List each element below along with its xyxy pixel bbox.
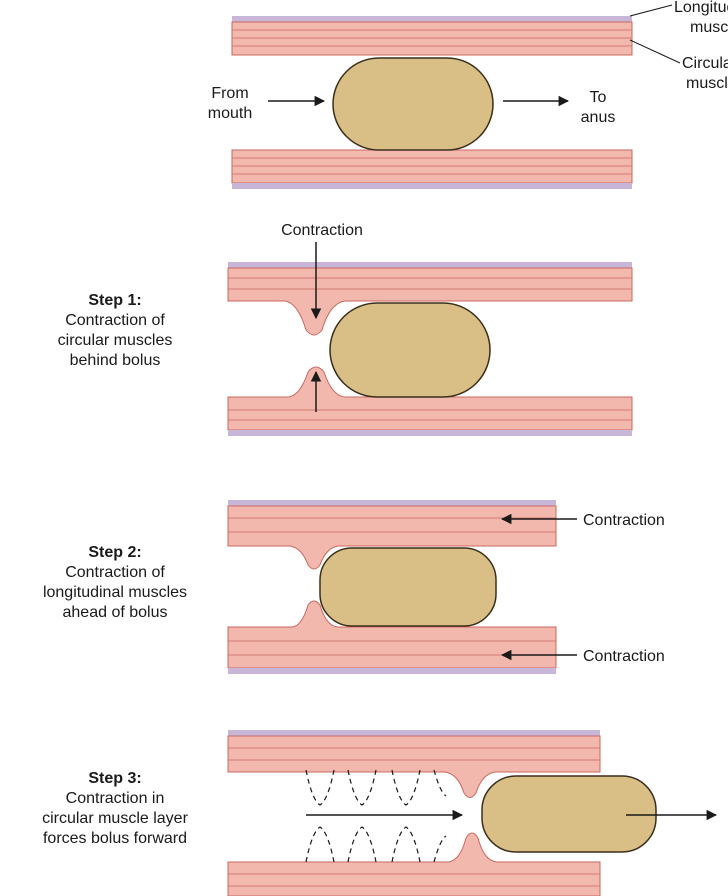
step2-line-3: ahead of bolus — [63, 604, 168, 621]
step1-title: Step 1: — [88, 292, 141, 309]
step3-line-2: circular muscle layer — [42, 810, 188, 827]
circular-label-1: Circular — [682, 55, 728, 72]
from-label-2: mouth — [208, 105, 252, 122]
longitudinal-label-1: Longitudinal — [674, 0, 728, 16]
step1-line-1: Contraction of — [65, 312, 165, 329]
step2-panel: Contraction Contraction Step 2: Contract… — [43, 500, 665, 674]
step2-bottom-wall — [227, 600, 557, 674]
circular-label-2: muscle — [686, 75, 728, 92]
step1-panel: Contraction Step 1: Contraction of circu… — [58, 222, 633, 436]
intro-bolus — [332, 57, 494, 151]
step1-bottom-wall — [227, 366, 633, 436]
step3-title: Step 3: — [88, 770, 141, 787]
step2-bolus — [319, 547, 497, 627]
longitudinal-label-2: muscle — [690, 19, 728, 36]
from-label-1: From — [211, 85, 248, 102]
step2-contraction-top-label: Contraction — [583, 512, 665, 529]
step2-contraction-bottom-label: Contraction — [583, 648, 665, 665]
circular-leader — [629, 39, 681, 64]
step3-dashed-constrictions-top — [305, 769, 447, 806]
intro-bottom-wall — [231, 149, 633, 189]
step1-bolus — [329, 302, 491, 398]
step3-dashed-constrictions-bottom — [305, 826, 447, 863]
step3-bolus — [481, 775, 657, 853]
intro-panel: From mouth To anus Longitudinal muscle C… — [208, 0, 728, 189]
step3-top-wall — [227, 730, 601, 798]
step1-line-2: circular muscles — [58, 332, 173, 349]
step1-contraction-label: Contraction — [281, 222, 363, 239]
step1-line-3: behind bolus — [70, 352, 161, 369]
step2-line-2: longitudinal muscles — [43, 584, 187, 601]
to-label-1: To — [590, 89, 607, 106]
step3-line-3: forces bolus forward — [43, 830, 187, 847]
step3-panel: Step 3: Contraction in circular muscle l… — [42, 730, 718, 896]
longitudinal-leader — [629, 4, 673, 17]
step2-line-1: Contraction of — [65, 564, 165, 581]
step3-line-1: Contraction in — [66, 790, 165, 807]
to-label-2: anus — [581, 109, 616, 126]
step2-title: Step 2: — [88, 544, 141, 561]
intro-top-wall — [231, 16, 633, 56]
step3-bottom-wall — [227, 832, 601, 896]
step1-top-wall — [227, 262, 633, 336]
